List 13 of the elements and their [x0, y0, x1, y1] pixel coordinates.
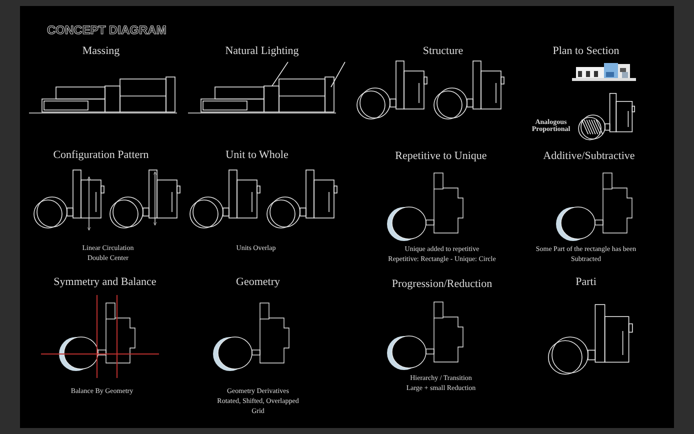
panel-heading: Progression/Reduction	[392, 279, 492, 290]
panel-heading: Configuration Pattern	[53, 150, 149, 161]
panel-heading: Geometry	[236, 277, 280, 288]
panel-heading: Parti	[576, 277, 596, 288]
panel-heading: Massing	[82, 46, 120, 57]
panel-heading: Structure	[422, 46, 464, 57]
panel-heading: Natural Lighting	[225, 46, 299, 57]
panel-heading: Symmetry and Balance	[54, 277, 156, 288]
panel-heading: Plan to Section	[552, 46, 620, 57]
panel-heading: Repetitive to Unique	[395, 151, 487, 162]
panel-heading: Additive/Subtractive	[543, 151, 635, 162]
panel-heading: Unit to Whole	[226, 150, 288, 161]
page-title: CONCEPT DIAGRAM	[47, 24, 166, 36]
